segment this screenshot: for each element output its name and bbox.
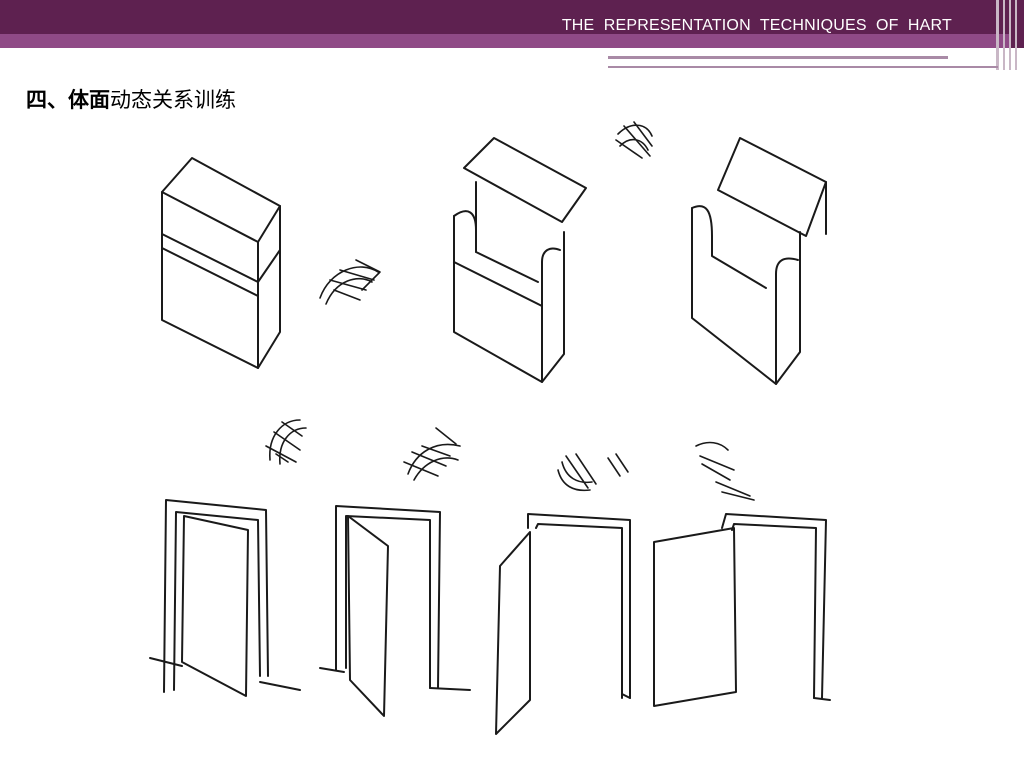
cabinet-box-icon [691,137,827,385]
door-frame-icon [495,513,631,735]
curved-arrow-icon [695,441,755,501]
sketch-figure [149,121,831,735]
curved-arrow-icon [557,453,629,492]
cabinet-box-icon [161,157,281,369]
header-decoration-bar [1003,0,1005,70]
door-frame-icon [149,499,301,697]
header-decoration-bar [1015,0,1017,70]
header-title: THE REPRESENTATION TECHNIQUES OF HART [561,17,952,34]
section-heading-text: 动态关系训练 [110,88,236,112]
header-decoration-bar [996,0,999,70]
curved-arrow-icon [319,259,381,305]
curved-arrow-icon [615,121,653,159]
header-decoration-line [608,66,998,68]
header-stripe [0,34,1010,48]
door-frame-icon [653,513,831,707]
header-decoration-bar [1009,0,1011,70]
cabinet-box-icon [453,137,587,383]
curved-arrow-icon [265,419,307,465]
section-heading: 四、体面动态关系训练 [26,84,236,114]
curved-arrow-icon [403,427,461,481]
header-decoration-line [608,56,948,59]
section-heading-number: 四、体面 [26,88,110,112]
door-frame-icon [319,505,471,717]
